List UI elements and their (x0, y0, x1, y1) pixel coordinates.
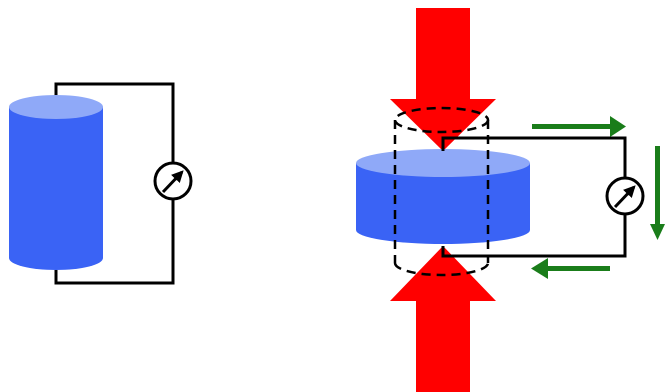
dashed-outline-bottom (393, 262, 490, 277)
current-arrow-top-head (610, 116, 626, 137)
bottom-force-head (390, 246, 496, 301)
left-ammeter-needle (161, 170, 184, 194)
current-arrow-right-shaft (655, 146, 660, 226)
top-force-head (390, 99, 496, 151)
current-arrow-icon (531, 258, 610, 279)
current-arrow-icon (650, 146, 665, 240)
current-arrow-icon (532, 116, 626, 137)
top-force-shaft (416, 8, 470, 100)
ammeter-icon (605, 176, 645, 216)
bottom-force-shaft (416, 300, 470, 392)
right-circuit (356, 8, 665, 392)
ammeter-icon (153, 161, 193, 201)
current-arrow-top-shaft (532, 124, 612, 129)
right-wire-bottom (441, 212, 627, 258)
force-arrow-icon (390, 8, 496, 151)
original-shape-outline (393, 106, 490, 277)
right-cylinder-top (356, 149, 530, 177)
right-wire-top (441, 136, 627, 180)
left-circuit (9, 82, 193, 285)
left-cylinder (9, 95, 103, 270)
current-arrow-right-head (650, 224, 665, 240)
left-cylinder-body (9, 107, 103, 270)
right-cylinder-body (356, 163, 530, 244)
current-arrow-bottom-shaft (546, 266, 610, 271)
right-ammeter-needle (613, 185, 636, 209)
force-arrow-icon (390, 246, 496, 392)
current-arrow-bottom-head (531, 258, 548, 279)
left-cylinder-top (9, 95, 103, 119)
right-cylinder (356, 149, 530, 244)
dashed-outline-top (393, 106, 490, 134)
